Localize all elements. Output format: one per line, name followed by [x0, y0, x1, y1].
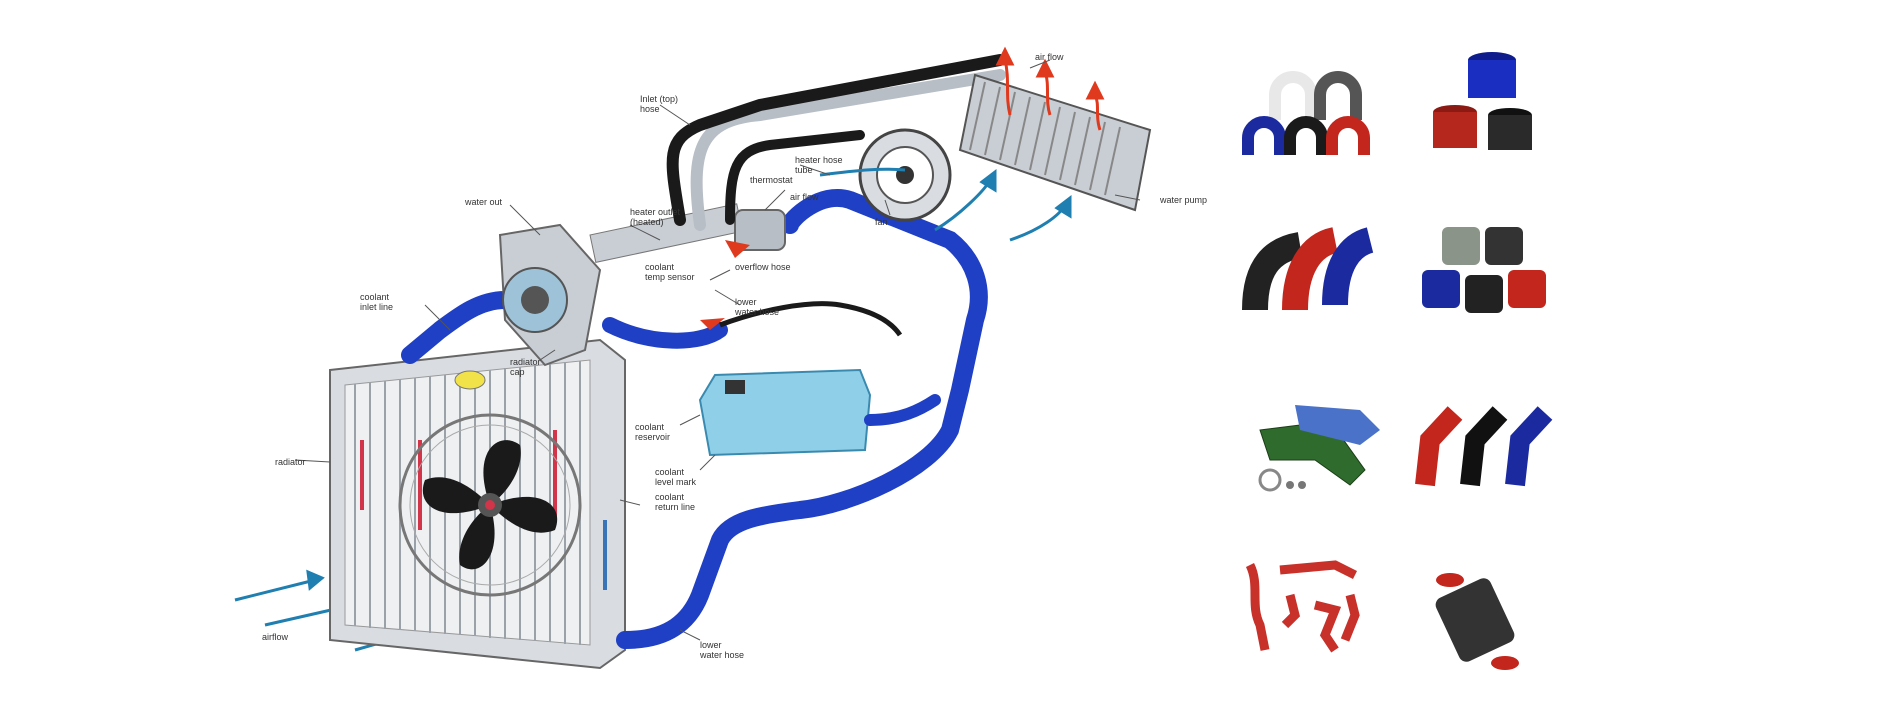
cool-air-arrows	[819, 167, 1072, 242]
product-straight-couplers[interactable]	[1410, 215, 1560, 335]
label-water-outlet: water out	[464, 197, 503, 207]
45-degree-elbows-icon	[1415, 406, 1553, 487]
elbow-hoses-icon	[1242, 227, 1375, 311]
product-hump-couplers[interactable]	[1410, 40, 1560, 160]
label-overflow-hose: overflow hose	[735, 262, 791, 272]
heater-hoses	[666, 54, 1006, 231]
label-thermostat: thermostat	[750, 175, 793, 185]
upper-water-hose	[401, 291, 514, 364]
product-red-hose-kit[interactable]	[1240, 555, 1390, 675]
label-fan: fan	[875, 217, 888, 227]
product-intake-manifold-kit[interactable]	[1240, 385, 1390, 505]
label-water-pump: water pump	[1159, 195, 1207, 205]
cooling-system-diagram: Inlet (top)hose air flow heater hosetube…	[234, 46, 1207, 670]
label-heater-outlet: heater outlet(heated)	[630, 207, 681, 227]
thermostat-icon	[700, 209, 786, 330]
product-u-bend-hoses[interactable]	[1240, 60, 1390, 180]
label-top-hose: Inlet (top)hose	[640, 94, 678, 114]
label-air-flow-top: air flow	[1035, 52, 1064, 62]
red-hose-kit-icon	[1245, 560, 1360, 653]
heater-blower-icon	[858, 128, 952, 222]
product-45-degree-elbows[interactable]	[1410, 385, 1560, 505]
product-elbow-hoses[interactable]	[1240, 215, 1390, 335]
bypass-hose	[602, 317, 728, 349]
intake-manifold-kit-icon	[1258, 405, 1380, 492]
heater-core	[958, 73, 1152, 212]
u-bend-hoses-icon	[1242, 71, 1370, 155]
product-air-filter[interactable]	[1410, 555, 1560, 675]
straight-couplers-icon	[1422, 227, 1546, 313]
label-airflow-bottom: airflow	[262, 632, 289, 642]
label-air-flow-mid: air flow	[790, 192, 819, 202]
label-radiator: radiator	[275, 457, 306, 467]
fan-icon	[398, 413, 582, 597]
hot-air-arrows	[995, 46, 1105, 131]
hump-coupler-icon	[1433, 52, 1532, 150]
coolant-reservoir-icon	[698, 301, 941, 457]
air-filter-icon	[1435, 573, 1519, 670]
